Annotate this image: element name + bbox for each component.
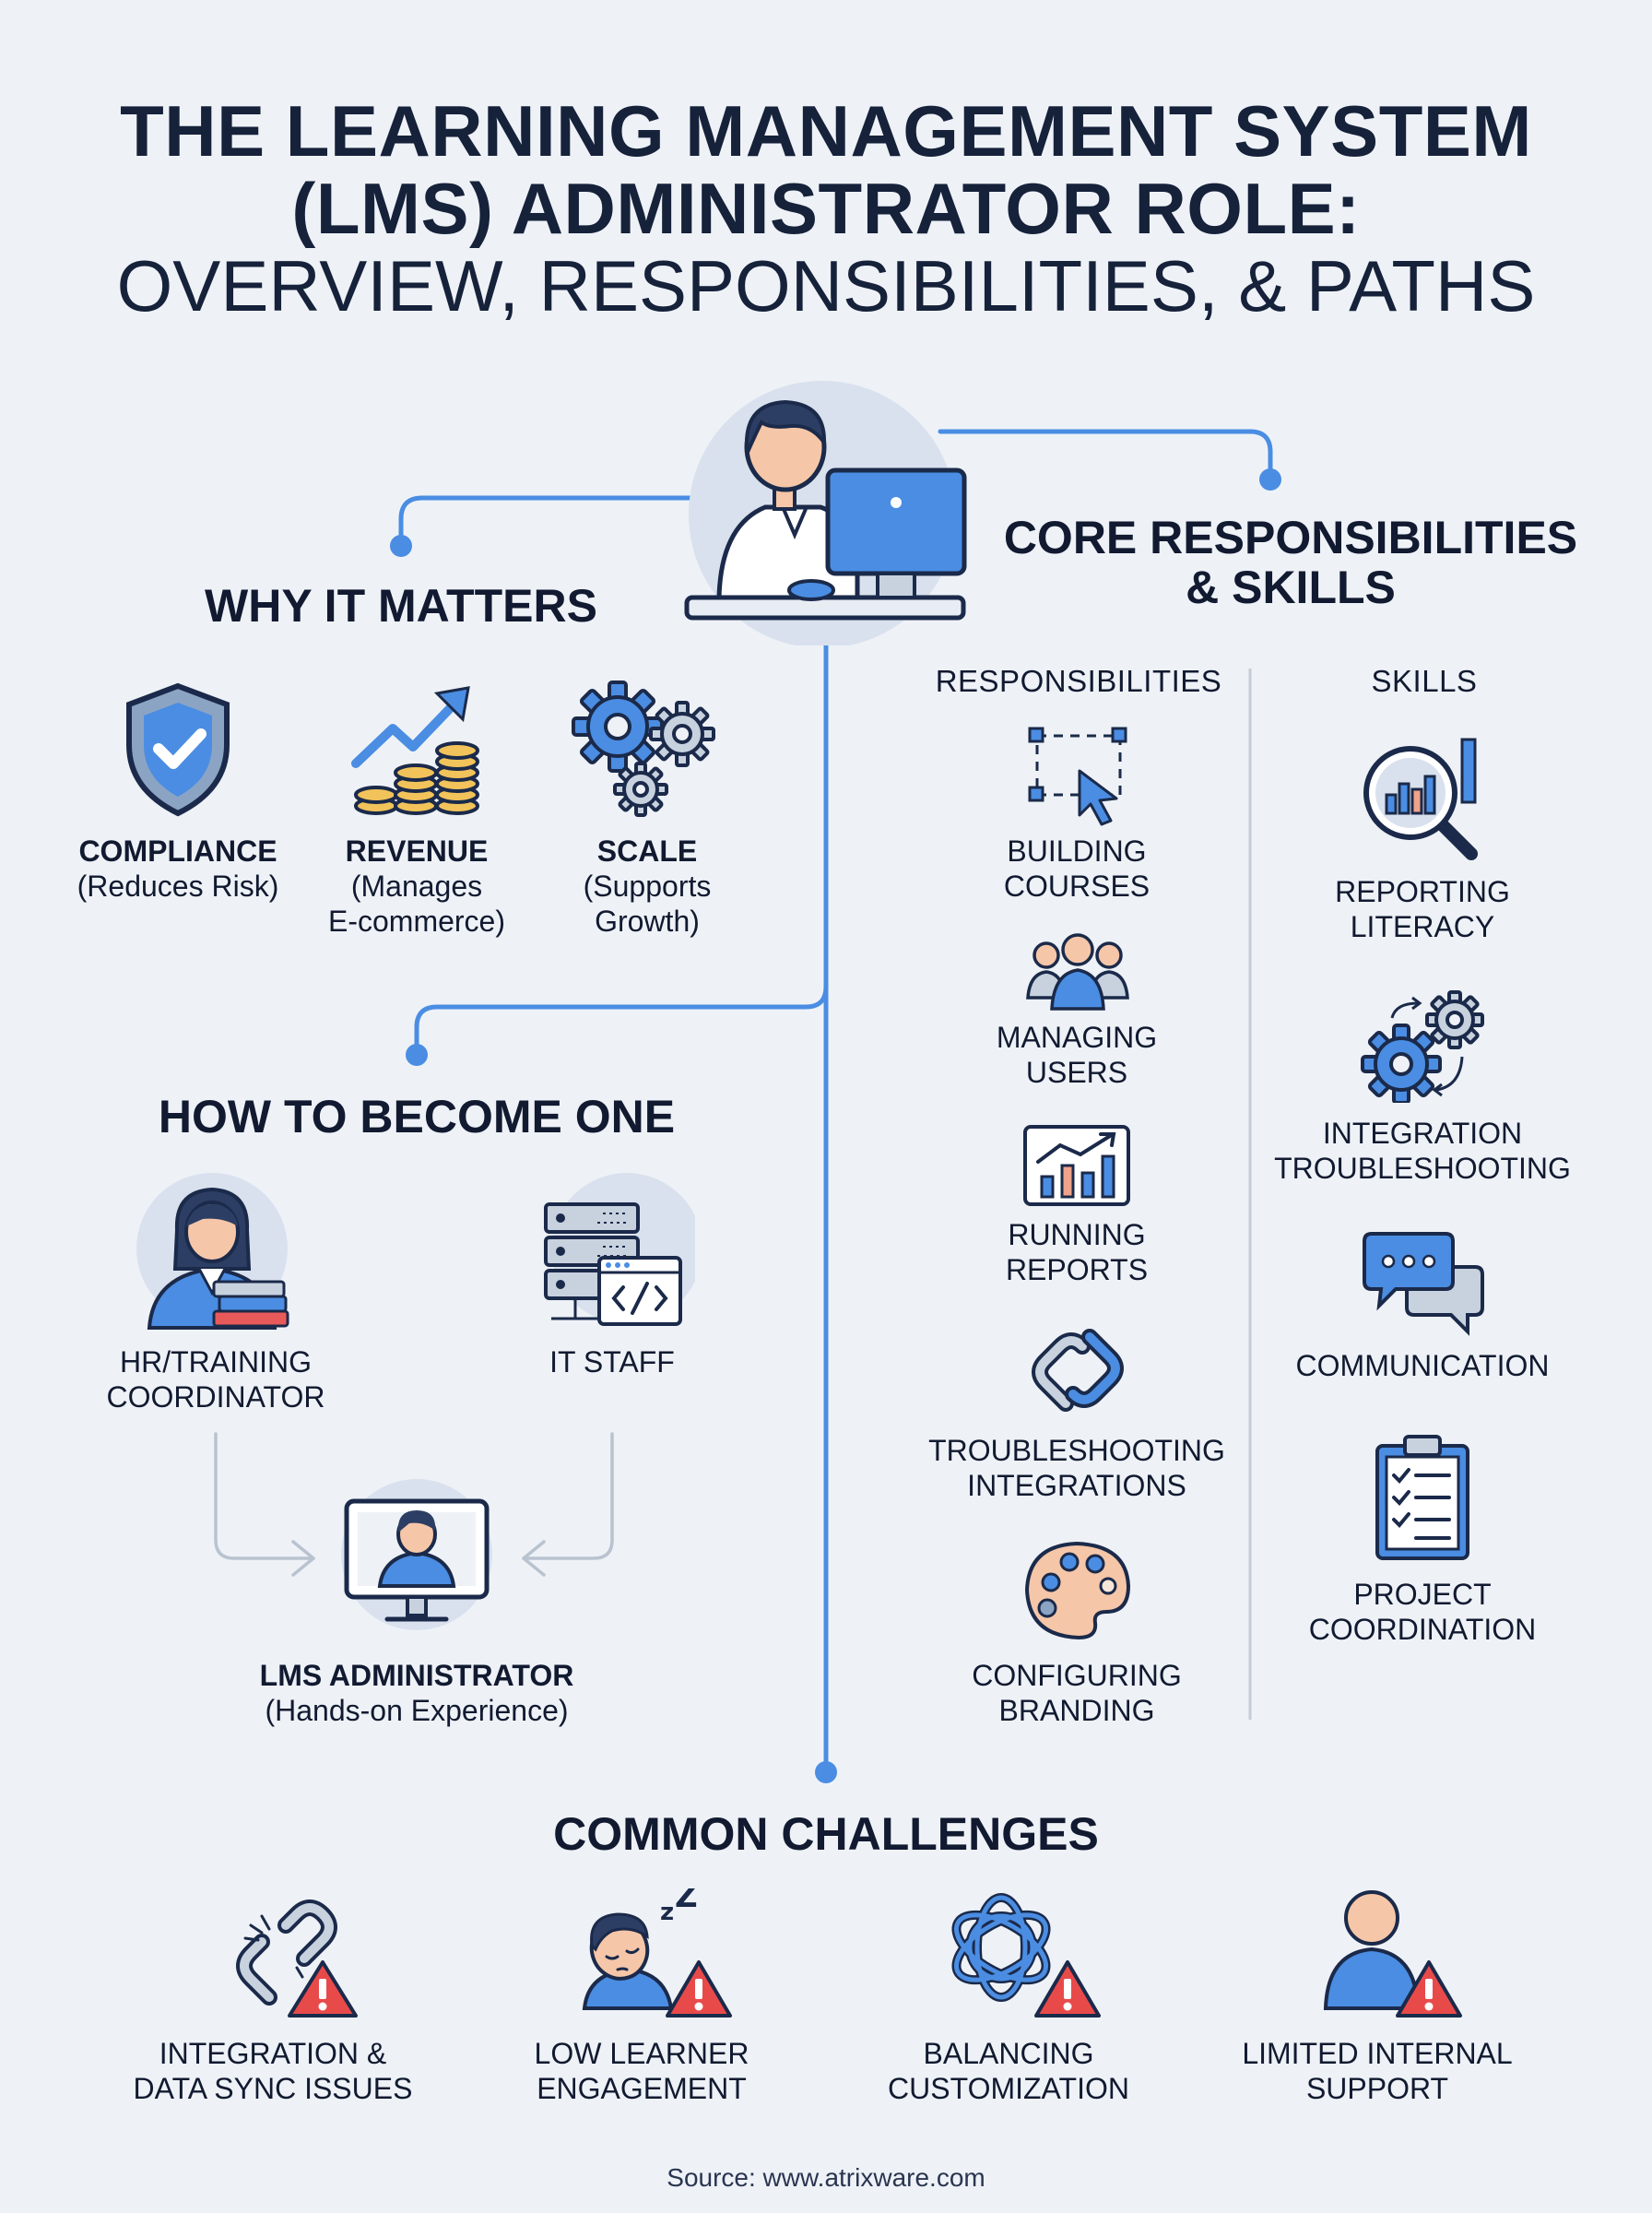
- path-lms-administrator: LMS ADMINISTRATOR (Hands-on Experience): [259, 1659, 574, 1727]
- hr-coordinator-icon: [136, 1173, 289, 1330]
- it-staff-icon: [544, 1173, 695, 1326]
- why-heading: WHY IT MATTERS: [205, 580, 597, 632]
- shield-check-icon: [126, 682, 230, 817]
- magnifier-chart-icon: [1363, 738, 1478, 860]
- resp-building-courses: BUILDING COURSES: [1003, 834, 1150, 903]
- responsibilities-label: RESPONSIBILITIES: [935, 664, 1222, 698]
- resp-troubleshooting-integrations: TROUBLESHOOTING INTEGRATIONS: [928, 1434, 1225, 1502]
- lms-administrator-icon: [341, 1479, 492, 1630]
- users-group-icon: [1026, 933, 1129, 1011]
- challenges-heading: COMMON CHALLENGES: [553, 1808, 1099, 1860]
- connector-why: [398, 495, 703, 547]
- skill-reporting-literacy: REPORTING LITERACY: [1335, 875, 1510, 943]
- person-warning-icon: [1323, 1890, 1462, 2018]
- skill-project-coordination: PROJECT COORDINATION: [1308, 1578, 1537, 1646]
- coins-growth-icon: [351, 686, 479, 815]
- skill-integration-troubleshooting: INTEGRATION TROUBLESHOOTING: [1274, 1117, 1571, 1185]
- node-core: [1259, 468, 1281, 491]
- skills-label: SKILLS: [1371, 664, 1478, 698]
- skill-communication: COMMUNICATION: [1295, 1349, 1550, 1382]
- svg-text:Z: Z: [675, 1888, 698, 1915]
- chat-bubbles-icon: [1363, 1232, 1484, 1336]
- report-chart-icon: [1023, 1125, 1130, 1206]
- gears-sync-icon: [1361, 990, 1484, 1103]
- challenge-balancing-customization: BALANCING CUSTOMIZATION: [888, 2037, 1129, 2105]
- become-heading: HOW TO BECOME ONE: [158, 1091, 676, 1142]
- broken-link-warning-icon: [236, 1899, 358, 2018]
- title-line-2: (LMS) ADMINISTRATOR ROLE:: [291, 168, 1361, 249]
- chain-link-icon: [1032, 1329, 1124, 1412]
- title-line-1: THE LEARNING MANAGEMENT SYSTEM: [120, 90, 1532, 172]
- sleeping-learner-warning-icon: z Z: [582, 1888, 732, 2018]
- palette-icon: [1024, 1541, 1131, 1640]
- svg-text:z: z: [660, 1899, 674, 1926]
- challenge-integration-data-sync: INTEGRATION & DATA SYNC ISSUES: [133, 2037, 413, 2105]
- resp-running-reports: RUNNING REPORTS: [1005, 1218, 1149, 1286]
- gears-icon: [572, 680, 715, 817]
- node-why: [390, 535, 412, 557]
- challenge-limited-internal-support: LIMITED INTERNAL SUPPORT: [1242, 2037, 1513, 2105]
- selection-cursor-icon: [1028, 727, 1127, 826]
- resp-configuring-branding: CONFIGURING BRANDING: [972, 1659, 1182, 1727]
- source-credit: Source: www.atrixware.com: [667, 2163, 985, 2192]
- why-item-scale: SCALE (Supports Growth): [583, 834, 712, 938]
- title-line-3: OVERVIEW, RESPONSIBILITIES, & PATHS: [116, 245, 1536, 326]
- core-heading: CORE RESPONSIBILITIES & SKILLS: [1003, 512, 1578, 613]
- why-item-compliance: COMPLIANCE (Reduces Risk): [77, 834, 279, 903]
- node-become: [406, 1044, 428, 1066]
- tangle-warning-icon: [951, 1893, 1101, 2018]
- path-hr-to-admin: [214, 1432, 315, 1560]
- challenge-low-learner-engagement: LOW LEARNER ENGAGEMENT: [534, 2037, 749, 2105]
- clipboard-checklist-icon: [1375, 1435, 1469, 1560]
- connector-core: [938, 429, 1273, 482]
- resp-managing-users: MANAGING USERS: [996, 1021, 1158, 1089]
- path-it-to-admin: [522, 1432, 614, 1560]
- path-it-staff: IT STAFF: [549, 1345, 675, 1379]
- node-challenges: [815, 1761, 837, 1783]
- admin-at-computer-icon: [684, 381, 967, 645]
- path-hr-training-coordinator: HR/TRAINING COORDINATOR: [106, 1345, 325, 1414]
- why-item-revenue: REVENUE (Manages E-commerce): [327, 834, 505, 938]
